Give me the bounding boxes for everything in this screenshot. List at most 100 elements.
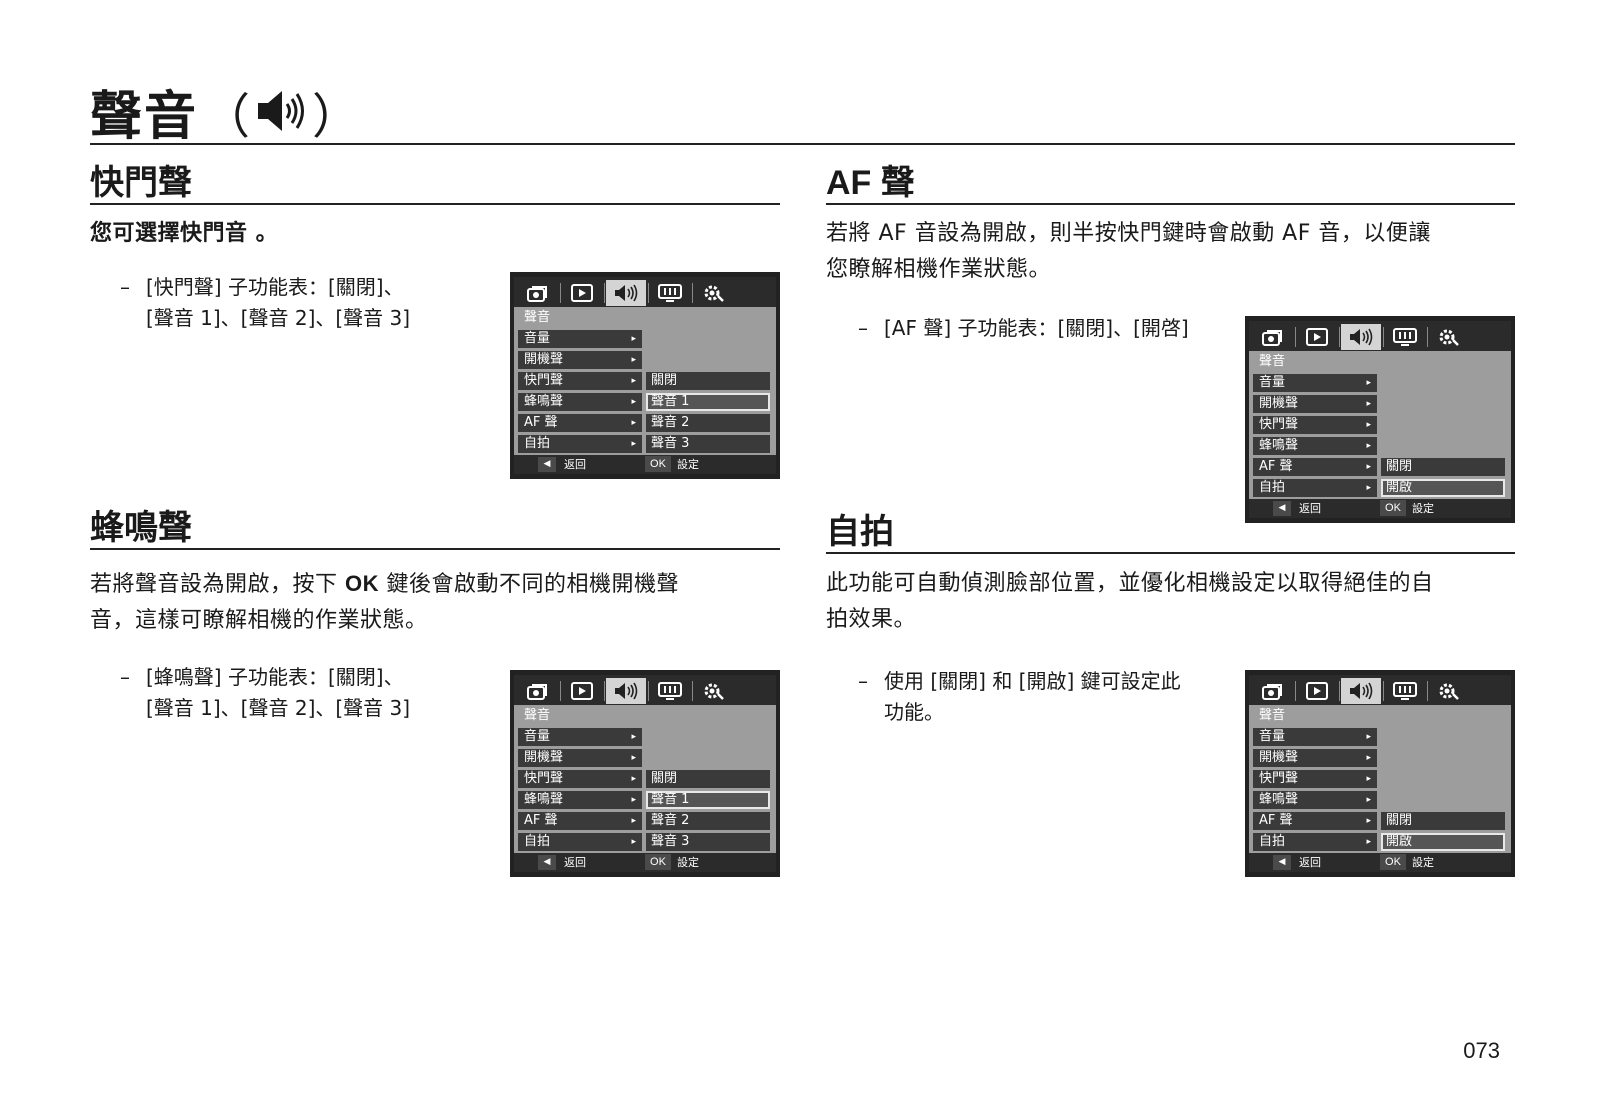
display-icon[interactable] — [1385, 324, 1425, 350]
title-paren-close: ） — [312, 89, 363, 145]
playback-icon[interactable] — [562, 280, 602, 306]
display-icon[interactable] — [1385, 678, 1425, 704]
menu-item-af-sound[interactable]: AF 聲▸ — [1253, 458, 1377, 476]
shutter-bullet-line2: [聲音 1]、[聲音 2]、[聲音 3] — [146, 306, 411, 330]
sound-icon[interactable] — [1341, 678, 1381, 704]
shutter-lead: 您可選擇快門音 。 — [90, 221, 279, 246]
settings-gear-icon[interactable] — [694, 280, 734, 306]
option-off[interactable]: 關閉 — [646, 770, 770, 788]
menu-item-beep-sound[interactable]: 蜂鳴聲▸ — [1253, 437, 1377, 455]
ok-button[interactable]: OK — [645, 456, 671, 472]
selfie-heading: 自拍 — [826, 512, 894, 552]
menu-item-beep-sound[interactable]: 蜂鳴聲▸ — [518, 791, 642, 809]
back-arrow-icon[interactable]: ◀ — [538, 457, 556, 472]
menu-item-beep-sound[interactable]: 蜂鳴聲▸ — [518, 393, 642, 411]
selfie-bullet-line2: 功能。 — [884, 700, 944, 724]
display-icon[interactable] — [650, 280, 690, 306]
menu-item-volume[interactable]: 音量▸ — [1253, 374, 1377, 392]
sound-icon[interactable] — [606, 280, 646, 306]
menu-item-startup-sound[interactable]: 開機聲▸ — [518, 351, 642, 369]
option-sound-2[interactable]: 聲音 2 — [646, 812, 770, 830]
menu-item-shutter-sound[interactable]: 快門聲▸ — [1253, 416, 1377, 434]
menu-item-selfie[interactable]: 自拍▸ — [1253, 479, 1377, 497]
camera-mode-icon[interactable] — [1253, 678, 1293, 704]
option-off[interactable]: 關閉 — [1381, 812, 1505, 830]
page-title: 聲音 （ ） — [90, 84, 366, 150]
menu-title: 聲音 — [1259, 708, 1286, 723]
menu-item-shutter-sound[interactable]: 快門聲▸ — [518, 770, 642, 788]
bullet-dash: – — [120, 275, 130, 299]
ok-button[interactable]: OK — [645, 854, 671, 870]
af-rule — [826, 203, 1515, 205]
beep-lead-line1-a: 若將聲音設為開啟，按下 — [90, 572, 345, 597]
menu-title: 聲音 — [524, 708, 551, 723]
selfie-bullet-line1: 使用 [關閉] 和 [開啟] 鍵可設定此 — [884, 669, 1181, 693]
camera-mode-icon[interactable] — [1253, 324, 1293, 350]
option-sound-2[interactable]: 聲音 2 — [646, 414, 770, 432]
settings-gear-icon[interactable] — [1429, 678, 1469, 704]
selfie-rule — [826, 552, 1515, 554]
shutter-heading: 快門聲 — [90, 163, 192, 203]
back-label: 返回 — [564, 458, 586, 471]
back-arrow-icon[interactable]: ◀ — [1273, 501, 1291, 516]
shutter-bullet: – [快門聲] 子功能表：[關閉]、 [聲音 1]、[聲音 2]、[聲音 3] — [120, 272, 410, 334]
beep-bullet-line1: [蜂鳴聲] 子功能表：[關閉]、 — [146, 665, 404, 689]
option-sound-1-selected[interactable]: 聲音 1 — [646, 393, 770, 411]
playback-icon[interactable] — [1297, 678, 1337, 704]
menu-footer: ◀ 返回 OK 設定 — [1249, 499, 1511, 518]
menu-footer: ◀ 返回 OK 設定 — [514, 853, 776, 872]
playback-icon[interactable] — [562, 678, 602, 704]
af-heading: AF 聲 — [826, 164, 915, 202]
menu-item-af-sound[interactable]: AF 聲▸ — [518, 414, 642, 432]
ok-key-label: OK — [345, 571, 379, 596]
option-sound-3[interactable]: 聲音 3 — [646, 435, 770, 453]
af-lead: 若將 AF 音設為開啟，則半按快門鍵時會啟動 AF 音，以便讓 您瞭解相機作業狀… — [826, 216, 1431, 288]
menu-item-af-sound[interactable]: AF 聲▸ — [1253, 812, 1377, 830]
option-off[interactable]: 關閉 — [1381, 458, 1505, 476]
menu-item-volume[interactable]: 音量▸ — [1253, 728, 1377, 746]
menu-item-shutter-sound[interactable]: 快門聲▸ — [518, 372, 642, 390]
menu-item-af-sound[interactable]: AF 聲▸ — [518, 812, 642, 830]
menu-item-volume[interactable]: 音量▸ — [518, 728, 642, 746]
menu-footer: ◀ 返回 OK 設定 — [514, 455, 776, 474]
menu-title: 聲音 — [1259, 354, 1286, 369]
camera-mode-icon[interactable] — [518, 280, 558, 306]
settings-gear-icon[interactable] — [1429, 324, 1469, 350]
option-off[interactable]: 關閉 — [646, 372, 770, 390]
menu-item-volume[interactable]: 音量▸ — [518, 330, 642, 348]
menu-item-selfie[interactable]: 自拍▸ — [518, 435, 642, 453]
ok-button[interactable]: OK — [1380, 500, 1406, 516]
menu-tab-bar — [1249, 321, 1511, 351]
camera-menu-screen-af: 聲音 音量▸ 開機聲▸ 快門聲▸ 蜂鳴聲▸ AF 聲▸ 自拍▸ 關閉 開啟 ◀ … — [1245, 316, 1515, 523]
menu-title: 聲音 — [524, 310, 551, 325]
af-lead-line2: 您瞭解相機作業狀態。 — [826, 257, 1052, 282]
menu-tab-bar — [1249, 675, 1511, 705]
option-on-selected[interactable]: 開啟 — [1381, 833, 1505, 851]
shutter-bullet-line1: [快門聲] 子功能表：[關閉]、 — [146, 275, 404, 299]
menu-item-startup-sound[interactable]: 開機聲▸ — [518, 749, 642, 767]
menu-item-startup-sound[interactable]: 開機聲▸ — [1253, 395, 1377, 413]
back-arrow-icon[interactable]: ◀ — [1273, 855, 1291, 870]
camera-mode-icon[interactable] — [518, 678, 558, 704]
back-arrow-icon[interactable]: ◀ — [538, 855, 556, 870]
sound-icon[interactable] — [606, 678, 646, 704]
beep-lead-line1-b: 鍵後會啟動不同的相機開機聲 — [379, 572, 679, 597]
option-sound-1-selected[interactable]: 聲音 1 — [646, 791, 770, 809]
menu-item-selfie[interactable]: 自拍▸ — [1253, 833, 1377, 851]
option-sound-3[interactable]: 聲音 3 — [646, 833, 770, 851]
title-paren-open: （ — [202, 89, 253, 145]
menu-item-beep-sound[interactable]: 蜂鳴聲▸ — [1253, 791, 1377, 809]
display-icon[interactable] — [650, 678, 690, 704]
option-on-selected[interactable]: 開啟 — [1381, 479, 1505, 497]
ok-button[interactable]: OK — [1380, 854, 1406, 870]
camera-menu-screen-selfie: 聲音 音量▸ 開機聲▸ 快門聲▸ 蜂鳴聲▸ AF 聲▸ 自拍▸ 關閉 開啟 ◀ … — [1245, 670, 1515, 877]
selfie-bullet: – 使用 [關閉] 和 [開啟] 鍵可設定此 功能。 — [858, 666, 1181, 728]
menu-item-startup-sound[interactable]: 開機聲▸ — [1253, 749, 1377, 767]
menu-item-shutter-sound[interactable]: 快門聲▸ — [1253, 770, 1377, 788]
menu-item-selfie[interactable]: 自拍▸ — [518, 833, 642, 851]
set-label: 設定 — [677, 856, 699, 869]
settings-gear-icon[interactable] — [694, 678, 734, 704]
page-number: 073 — [1463, 1038, 1500, 1063]
playback-icon[interactable] — [1297, 324, 1337, 350]
sound-icon[interactable] — [1341, 324, 1381, 350]
